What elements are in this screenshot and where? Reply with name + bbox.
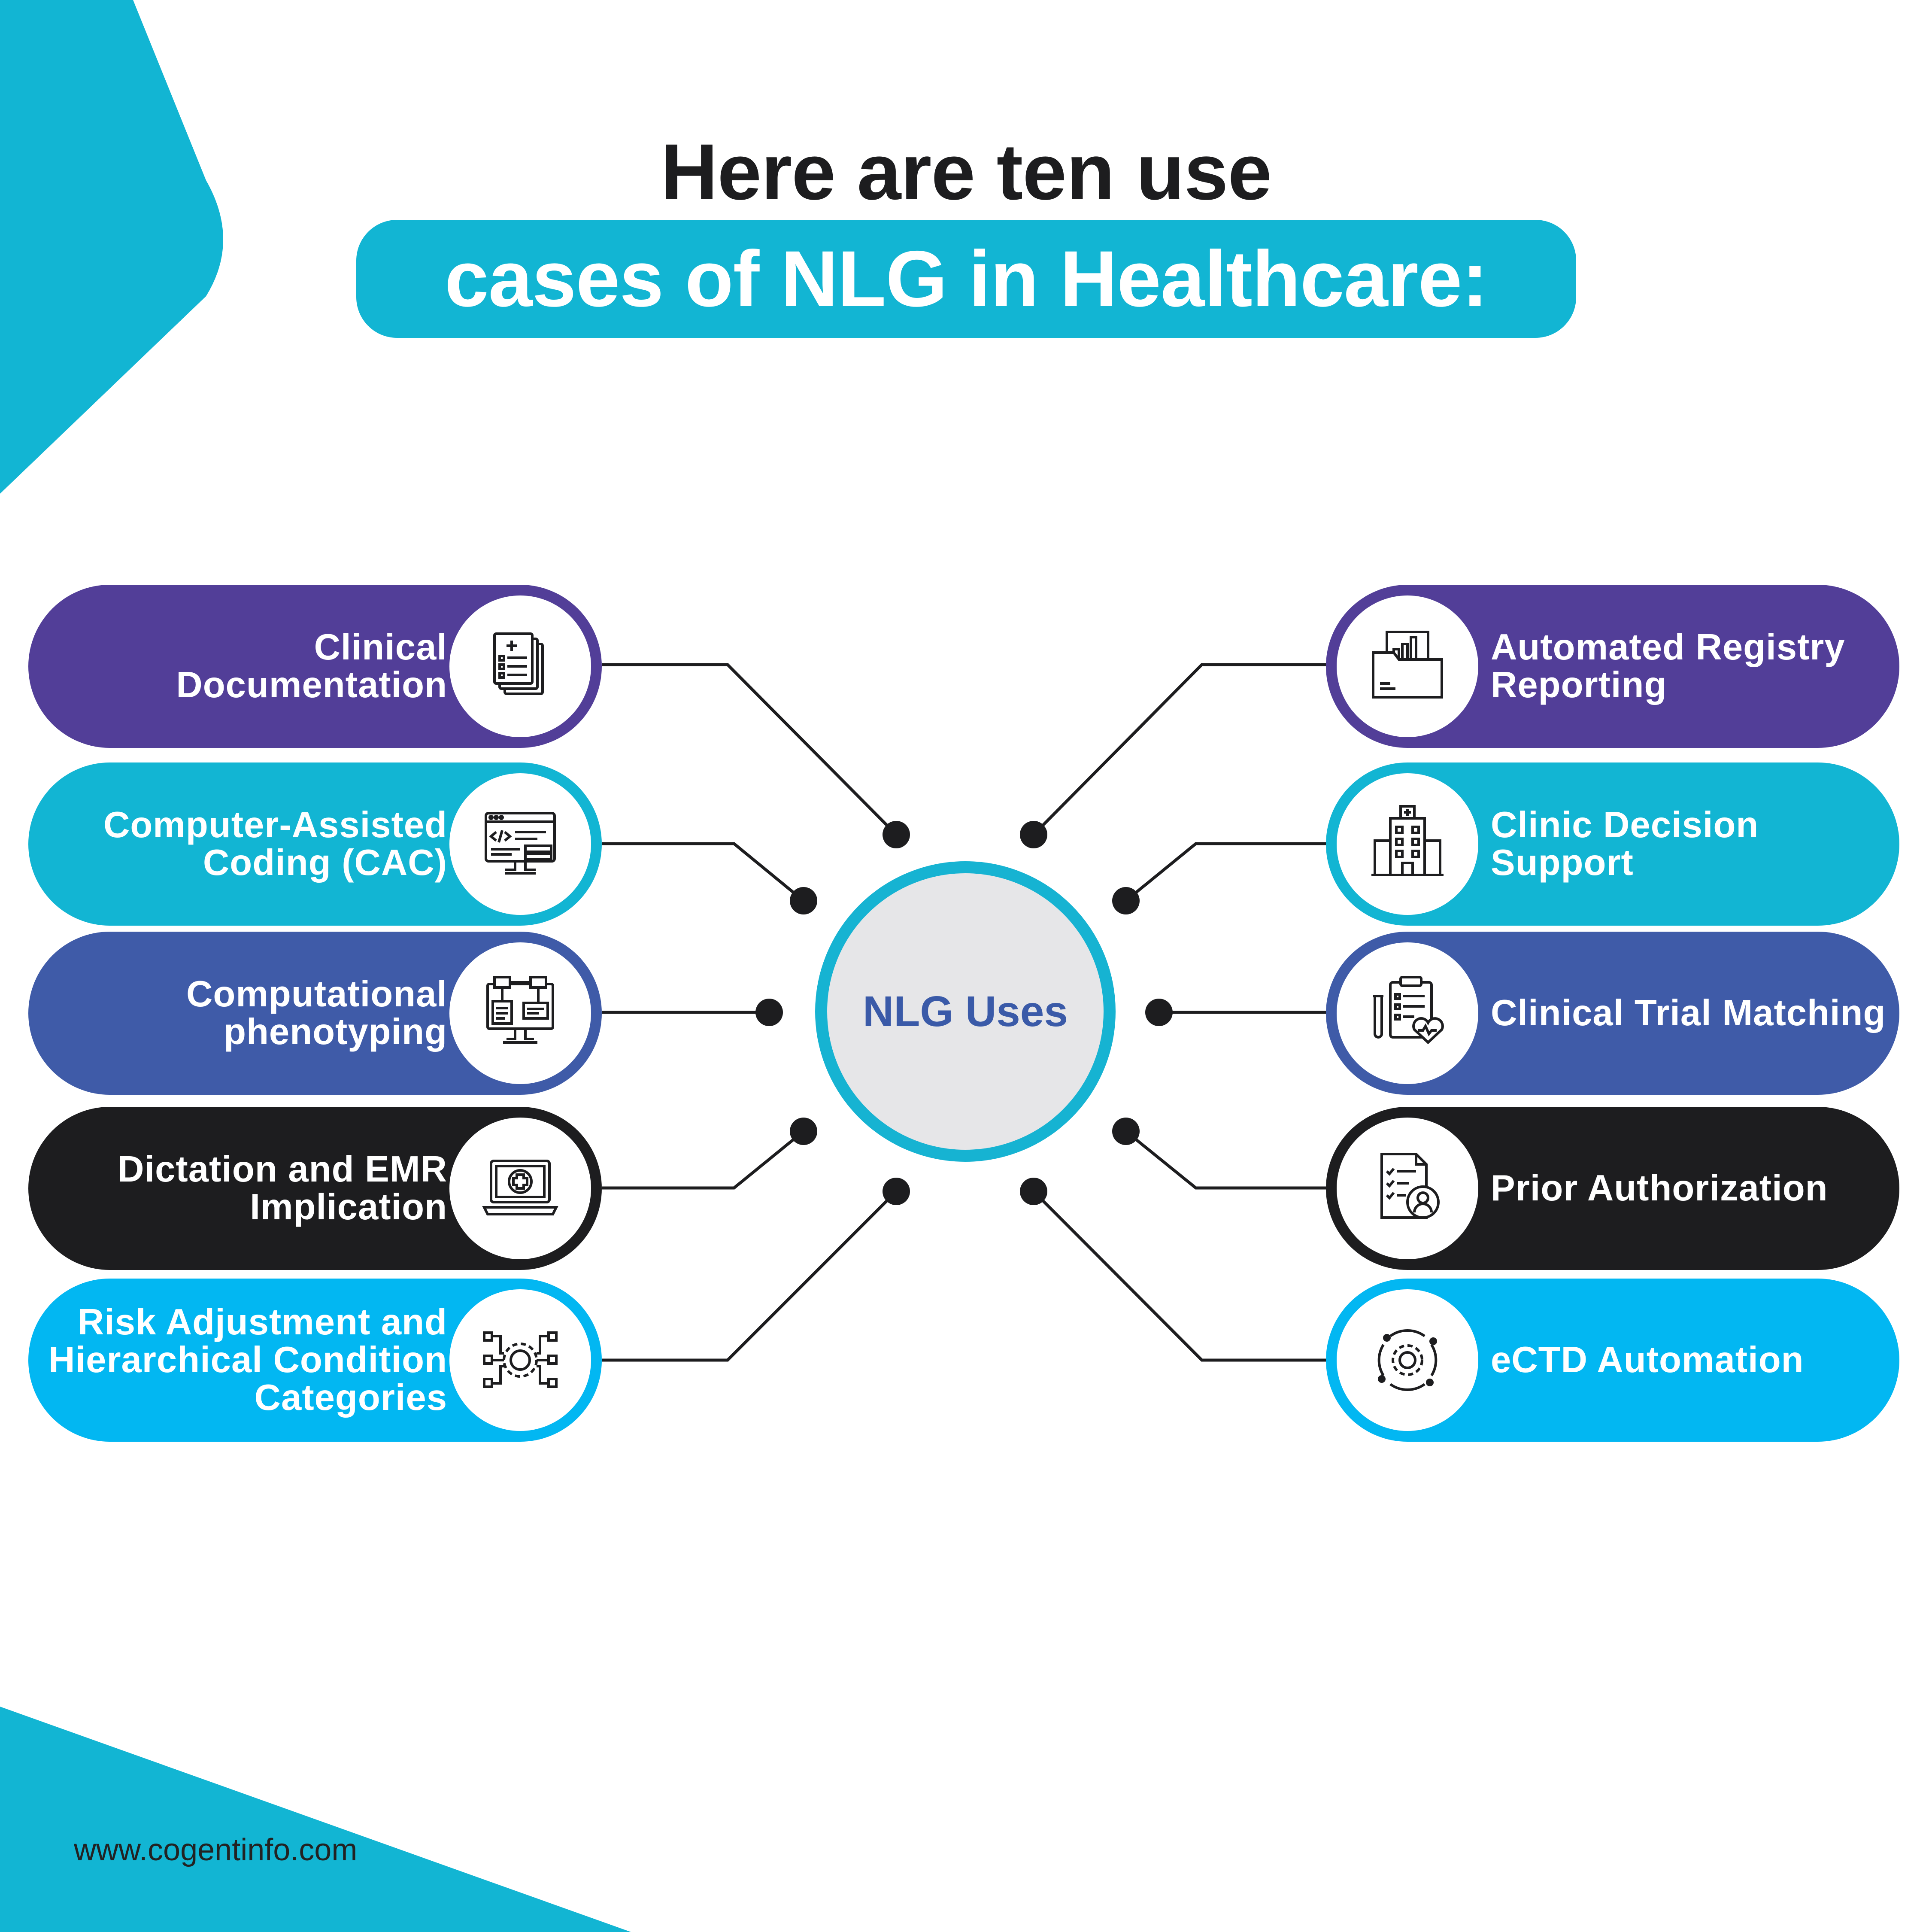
connector-right-2 (1125, 842, 1326, 902)
use-case-computational-phenotyping: Computational phenotyping (28, 932, 602, 1095)
page-title-line-2: cases of NLG in Healthcare: (444, 234, 1488, 323)
use-case-ectd-automation: eCTD Automation (1326, 1279, 1899, 1442)
connector-right-5 (1032, 1190, 1326, 1362)
icon-badge (449, 773, 591, 915)
icon-badge (1337, 1118, 1478, 1259)
use-case-automated-registry-reporting: Automated Registry Reporting (1326, 585, 1899, 748)
clipboard-heart-icon (1373, 976, 1444, 1045)
use-case-clinical-documentation: Clinical Documentation (28, 585, 602, 748)
icon-badge (1337, 942, 1478, 1084)
page-title-line-1: Here are ten use (660, 128, 1272, 216)
connector-left-2 (602, 842, 805, 902)
page-title-highlight: cases of NLG in Healthcare: (356, 220, 1576, 338)
connector-dot (1112, 1118, 1140, 1145)
use-case-computer-assisted-coding: Computer-Assisted Coding (CAC) (28, 762, 602, 926)
use-case-clinical-trial-matching: Clinical Trial Matching (1326, 932, 1899, 1095)
use-case-label: Computer-Assisted Coding (CAC) (103, 805, 447, 883)
code-monitor-icon (485, 812, 556, 875)
center-node: NLG Uses (815, 861, 1116, 1162)
connector-left-1 (602, 663, 898, 836)
connector-right-1 (1032, 663, 1326, 836)
icon-badge (449, 1289, 591, 1431)
center-label: NLG Uses (863, 987, 1068, 1036)
connector-dot (1145, 999, 1173, 1026)
use-case-prior-authorization: Prior Authorization (1326, 1107, 1899, 1270)
use-case-risk-adjustment: Risk Adjustment and Hierarchical Conditi… (28, 1279, 602, 1442)
connector-dot (755, 999, 783, 1026)
use-case-label: Automated Registry Reporting (1491, 627, 1845, 705)
connector-right-4 (1125, 1130, 1326, 1190)
use-case-label: Clinical Documentation (176, 627, 447, 705)
computer-network-icon (486, 976, 554, 1044)
footer-url: www.cogentinfo.com (74, 1833, 358, 1867)
gear-cycle-icon (1377, 1329, 1438, 1391)
icon-badge (1337, 1289, 1478, 1431)
report-folder-icon (1372, 631, 1443, 699)
icon-badge (449, 942, 591, 1084)
checklist-person-icon (1380, 1153, 1440, 1219)
use-case-label: Risk Adjustment and Hierarchical Conditi… (49, 1302, 447, 1418)
connector-dot (883, 1178, 910, 1205)
bottom-left-corner-shape (0, 1707, 631, 1932)
connector-dot (1112, 887, 1140, 914)
connector-dot (790, 1118, 817, 1145)
icon-badge (449, 595, 591, 737)
icon-badge (1337, 595, 1478, 737)
use-case-label: Prior Authorization (1491, 1168, 1828, 1209)
connector-left-4 (602, 1130, 805, 1190)
use-case-label: Computational phenotyping (186, 974, 447, 1052)
gear-hierarchy-icon (483, 1331, 558, 1388)
use-case-label: Clinic Decision Support (1491, 805, 1759, 883)
use-case-label: Clinical Trial Matching (1491, 993, 1886, 1033)
use-case-label: eCTD Automation (1491, 1340, 1804, 1380)
medical-document-icon (493, 632, 544, 695)
use-case-clinic-decision-support: Clinic Decision Support (1326, 762, 1899, 926)
icon-badge (1337, 773, 1478, 915)
connector-left-5 (602, 1190, 898, 1362)
connector-dot (790, 887, 817, 914)
connector-dot (883, 821, 910, 848)
use-case-label: Dictation and EMR Implication (118, 1149, 447, 1227)
medical-laptop-icon (482, 1160, 558, 1215)
connector-dot (1020, 821, 1047, 848)
use-case-dictation-emr: Dictation and EMR Implication (28, 1107, 602, 1270)
top-left-corner-shape (0, 0, 223, 494)
icon-badge (449, 1118, 591, 1259)
hospital-building-icon (1371, 805, 1444, 876)
connector-dot (1020, 1178, 1047, 1205)
